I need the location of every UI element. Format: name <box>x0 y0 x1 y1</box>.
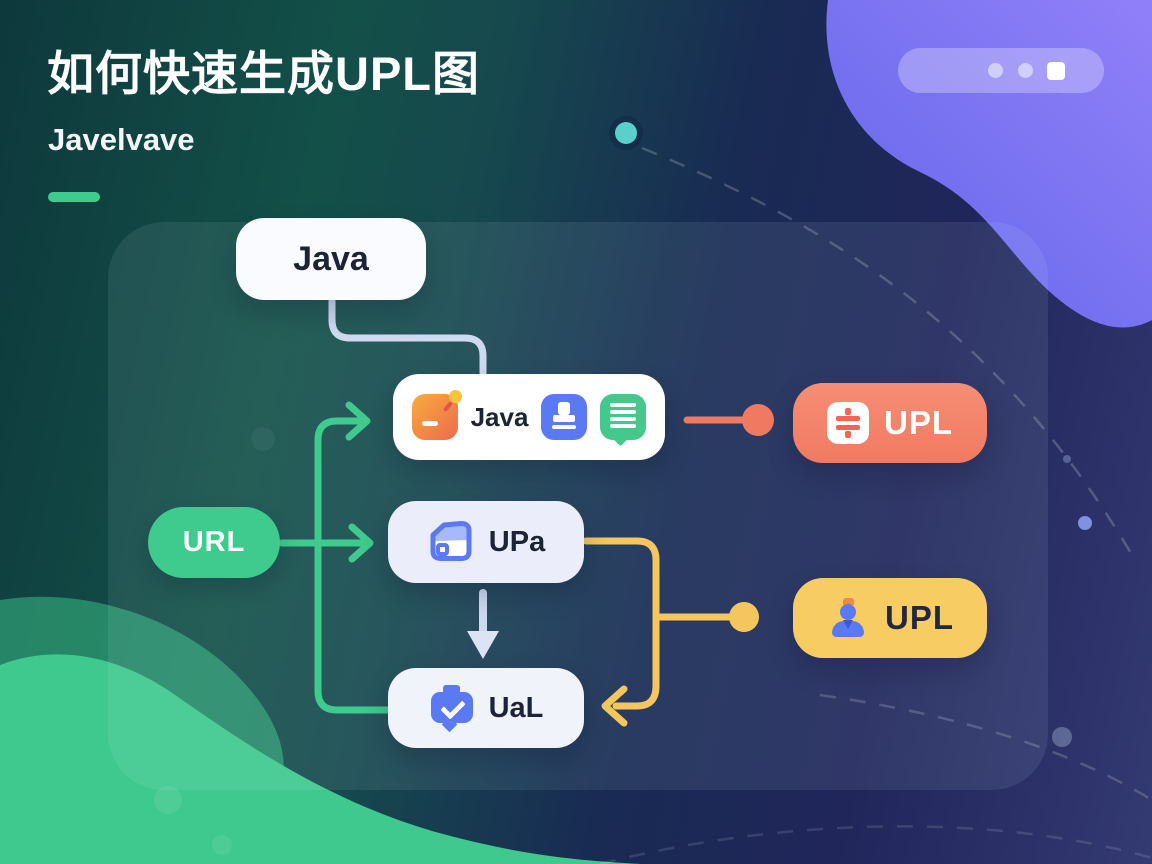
connector-url-bottom <box>314 539 391 714</box>
green-blob-main <box>0 654 640 864</box>
connector-red-endpoint <box>742 404 774 436</box>
window-square-icon <box>1047 61 1065 80</box>
arrowhead-right-icon <box>345 401 371 441</box>
node-java-process: Java <box>393 374 665 460</box>
node-upl-yellow: UPL <box>793 578 987 658</box>
node-upl-red: UPL <box>793 383 987 463</box>
connector-yellow-endpoint <box>729 602 759 632</box>
node-label: URL <box>182 526 246 558</box>
dashed-arc-footer <box>599 825 1152 864</box>
faint-dot <box>251 427 275 451</box>
node-label: Java <box>293 239 369 278</box>
stamp-icon <box>541 394 588 440</box>
arrowhead-left-icon <box>601 685 628 727</box>
dashed-arc-top <box>641 146 1137 561</box>
note-icon <box>411 390 462 440</box>
connector-java-elbow <box>328 297 487 377</box>
blue-dot <box>1078 516 1092 530</box>
node-ual: UaL <box>388 668 584 748</box>
window-dot-icon <box>988 63 1003 78</box>
node-label: Java <box>470 401 529 432</box>
dashed-arc-bottom <box>819 693 1152 802</box>
purple-blob <box>826 0 1152 328</box>
connector-yellow-main <box>582 537 660 710</box>
node-label: UaL <box>488 691 544 724</box>
arrowhead-right-icon <box>348 523 374 563</box>
blob-bubble <box>212 835 232 855</box>
blob-bubble <box>154 786 182 814</box>
gray-dot <box>1052 727 1072 747</box>
title-underline <box>48 192 100 202</box>
arrowhead-down-icon <box>467 631 499 659</box>
node-upa: UPa <box>388 501 584 583</box>
split-rows-icon <box>827 402 869 444</box>
node-label: UPa <box>488 525 546 558</box>
window-pill <box>898 48 1104 93</box>
page-title: 如何快速生成UPL图 <box>47 47 480 100</box>
crown-glyph <box>843 598 854 605</box>
tiny-dot <box>1063 455 1071 463</box>
page-subtitle: Javelvave <box>48 122 195 157</box>
person-icon <box>826 596 870 640</box>
connector-url-top <box>314 417 362 547</box>
node-label: UPL <box>884 404 953 441</box>
chat-lines-icon <box>600 394 647 447</box>
node-url: URL <box>148 507 280 578</box>
window-dot-icon <box>1018 63 1033 78</box>
node-label: UPL <box>885 599 954 636</box>
package-file-icon <box>427 518 475 566</box>
node-java-source: Java <box>236 218 426 300</box>
chat-check-icon <box>429 685 475 733</box>
teal-dot <box>615 122 637 144</box>
